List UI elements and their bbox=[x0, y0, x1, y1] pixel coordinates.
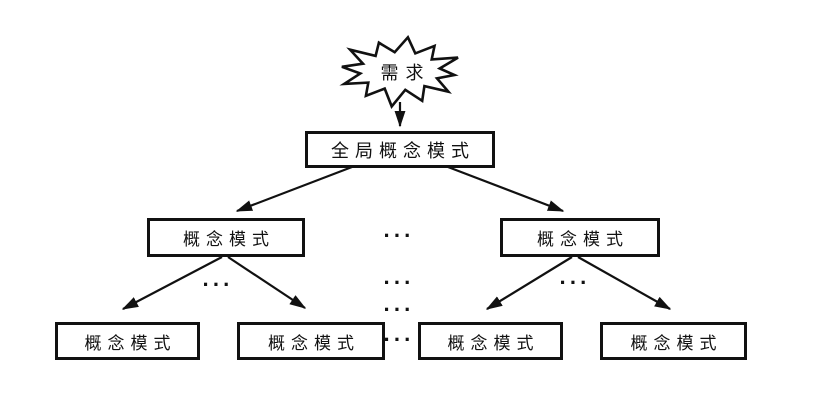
ellipsis-left-branch: ··· bbox=[202, 272, 234, 297]
bottom-schema-2-box: 概念模式 bbox=[237, 322, 385, 360]
arrow-midright-to-bottom3 bbox=[485, 256, 573, 310]
ellipsis-right-branch: ··· bbox=[559, 270, 591, 295]
arrow-midright-to-bottom4 bbox=[577, 256, 672, 310]
arrow-midleft-to-bottom2 bbox=[227, 256, 307, 309]
bottom-schema-1-box: 概念模式 bbox=[55, 322, 200, 360]
mid-schema-right-box: 概念模式 bbox=[500, 218, 660, 257]
arrow-global-to-mid-left bbox=[235, 165, 353, 213]
ellipsis-center-2: ··· bbox=[383, 297, 415, 322]
ellipsis-mid-row: ··· bbox=[383, 223, 415, 248]
requirement-burst-shape bbox=[339, 34, 459, 109]
mid-schema-left-box: 概念模式 bbox=[147, 218, 305, 257]
ellipsis-bottom-row: ··· bbox=[383, 327, 415, 352]
arrow-global-to-mid-right bbox=[447, 165, 565, 213]
global-schema-box: 全局概念模式 bbox=[305, 131, 495, 168]
requirement-burst-label: 需求 bbox=[380, 63, 431, 83]
ellipsis-center-1: ··· bbox=[383, 270, 415, 295]
bottom-schema-4-box: 概念模式 bbox=[600, 322, 747, 360]
arrow-midleft-to-bottom1 bbox=[121, 256, 223, 310]
bottom-schema-3-box: 概念模式 bbox=[418, 322, 563, 360]
